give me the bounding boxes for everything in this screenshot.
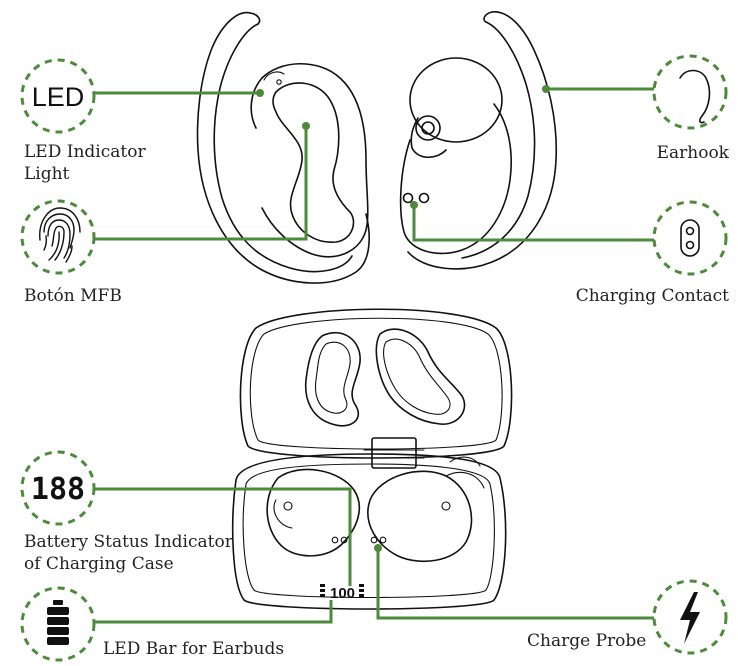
callout-battery-status: 188 Battery Status Indicator of Charging… <box>20 450 234 574</box>
probe-right-2 <box>379 536 387 544</box>
probe-left-2 <box>340 536 348 544</box>
right-earbud-body <box>399 103 513 255</box>
charging-contact-label: Charging Contact <box>576 286 729 306</box>
leader-charge-probe <box>376 548 655 620</box>
led-bar-label: LED Bar for Earbuds <box>103 639 284 659</box>
lid-earbud-right <box>375 328 466 425</box>
leader-battery-status <box>93 487 352 586</box>
callout-charge-probe: Charge Probe <box>527 579 728 655</box>
callout-charging-contact: Charging Contact <box>576 200 729 306</box>
charge-probe-label: Charge Probe <box>527 631 646 651</box>
right-eartip-dome <box>409 57 503 143</box>
callout-earhook: Earhook <box>652 54 730 163</box>
charging-case: 100 <box>231 308 513 610</box>
battery-status-label-line2: of Charging Case <box>24 554 174 574</box>
case-hinge <box>371 437 417 469</box>
lightning-icon <box>680 592 700 644</box>
led-text-icon: LED <box>32 82 85 112</box>
right-earhook-outline <box>407 11 558 270</box>
callout-mfb: Botón MFB <box>20 199 122 306</box>
right-contact-2 <box>418 192 430 204</box>
leader-mfb <box>93 126 308 241</box>
lid-earbud-left <box>304 331 361 427</box>
case-display: 100 <box>320 584 364 602</box>
left-touch-area <box>272 82 355 243</box>
segment-display-icon: 188 <box>31 472 85 507</box>
right-eartip-nozzle <box>415 115 441 141</box>
leader-lines <box>93 85 655 624</box>
callout-led-bar: LED Bar for Earbuds <box>20 586 284 662</box>
mfb-label: Botón MFB <box>24 286 122 306</box>
left-earhook-outline <box>196 11 370 284</box>
earhook-icon <box>679 69 711 124</box>
right-contact-1 <box>402 192 414 204</box>
led-indicator-label-line1: LED Indicator <box>24 142 146 162</box>
probe-left-1 <box>331 536 339 544</box>
case-lid <box>239 308 513 459</box>
left-earhook-inner <box>213 23 353 273</box>
earhook-label: Earhook <box>657 143 730 163</box>
case-base <box>231 453 507 610</box>
fingerprint-icon <box>39 207 81 263</box>
base-earbud-right <box>367 470 473 562</box>
right-earbud <box>399 11 558 270</box>
battery-bars-icon <box>47 600 69 645</box>
leader-led-bar <box>93 600 333 624</box>
left-earbud <box>196 11 370 284</box>
callout-led: LED LED Indicator Light <box>20 58 146 184</box>
charging-contact-icon <box>680 219 700 257</box>
leader-charging-contact <box>412 205 655 242</box>
battery-status-label-line1: Battery Status Indicator <box>24 532 234 552</box>
case-display-value: 100 <box>330 585 355 602</box>
base-earbud-left <box>266 468 361 557</box>
probe-right-1 <box>370 536 378 544</box>
left-earbud-body <box>261 62 369 258</box>
led-indicator-label-line2: Light <box>24 164 70 184</box>
